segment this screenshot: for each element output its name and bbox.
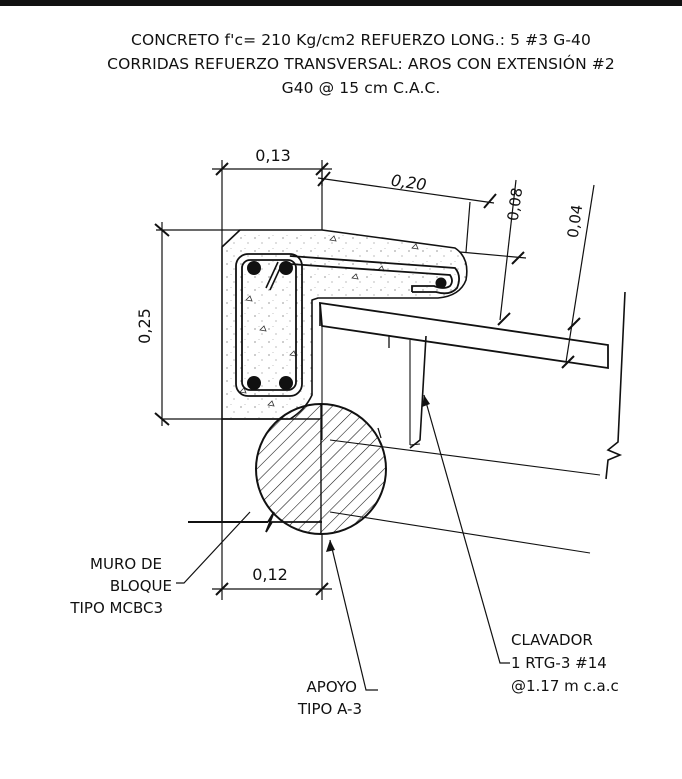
clavador-arrow (422, 395, 430, 407)
dim-roof-08: 0,08 (504, 187, 526, 223)
section-break-right (605, 291, 626, 480)
svg-text:BLOQUE: BLOQUE (110, 577, 172, 595)
svg-text:@1.17 m c.a.c: @1.17 m c.a.c (511, 677, 619, 695)
dim-roof-04: 0,04 (564, 204, 586, 240)
spec-line-1: CONCRETO f'c= 210 Kg/cm2 REFUERZO LONG.:… (131, 31, 591, 49)
aggregate-marks (239, 235, 419, 407)
dim-bottom-width: 0,12 (252, 565, 288, 584)
label-muro: MURO DE BLOQUE TIPO MCBC3 (69, 555, 172, 617)
spec-header: CONCRETO f'c= 210 Kg/cm2 REFUERZO LONG.:… (40, 28, 682, 100)
svg-text:1 RTG-3 #14: 1 RTG-3 #14 (511, 654, 607, 672)
svg-text:CLAVADOR: CLAVADOR (511, 631, 593, 649)
clavador-screw (409, 335, 427, 449)
dim-height: 0,25 (135, 308, 154, 344)
label-clavador: CLAVADOR 1 RTG-3 #14 @1.17 m c.a.c (511, 631, 619, 695)
dim-top-slope: 0,20 (390, 171, 428, 195)
stirrup-inner (241, 259, 297, 391)
stirrup-extension (289, 255, 460, 295)
dimension-lines (154, 160, 595, 600)
apoyo-arrow (326, 540, 335, 552)
rebar-bars (247, 261, 447, 390)
stirrup-extension-inner (289, 263, 453, 292)
dim-top-width: 0,13 (255, 146, 291, 165)
stirrup-outer (235, 253, 303, 397)
svg-text:TIPO MCBC3: TIPO MCBC3 (69, 599, 163, 617)
top-border (0, 0, 682, 6)
spec-line-3: G40 @ 15 cm C.A.C. (281, 79, 441, 97)
svg-text:TIPO A-3: TIPO A-3 (297, 700, 362, 718)
svg-text:MURO DE: MURO DE (90, 555, 162, 573)
svg-text:APOYO: APOYO (307, 678, 357, 696)
label-apoyo: APOYO TIPO A-3 (297, 678, 362, 718)
label-leaders (176, 394, 510, 691)
stirrup-hook (265, 261, 279, 289)
roof-panel (319, 301, 609, 370)
spec-line-2: CORRIDAS REFUERZO TRANSVERSAL: AROS CON … (107, 55, 615, 73)
